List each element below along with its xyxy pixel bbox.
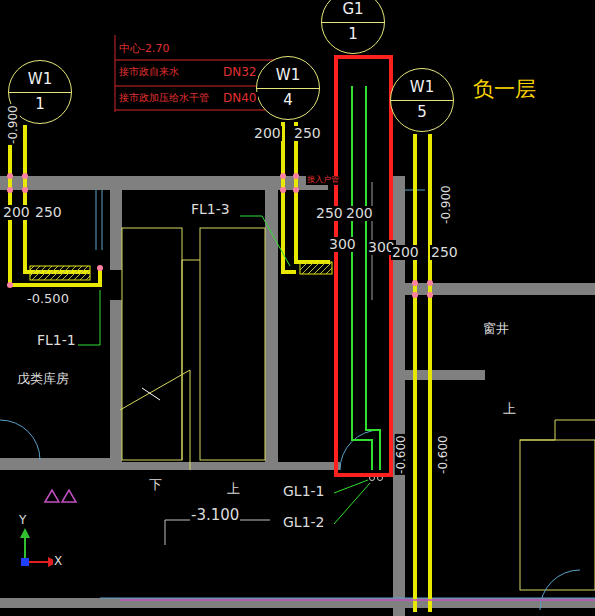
plan-label: FL1-3 [190,202,231,217]
pipe-tag-circle: G11 [321,0,385,54]
pipe-note: DN32 [222,66,258,79]
plan-label: X [53,555,63,568]
pipe-note: 中心-2.70 [118,43,170,55]
pipe-number: 4 [283,92,293,109]
plan-label: 300 [328,237,357,252]
supply-pipe [352,86,380,470]
pipe-tag-circle: W15 [390,68,454,132]
pipe-number: 1 [35,96,45,113]
plan-label: 上 [502,402,517,416]
pipe-code: W1 [276,67,300,84]
highlight-frame [336,57,391,475]
plan-label: 200 [345,206,374,221]
plan-label: 250 [34,205,63,220]
plan-label: 窗井 [482,322,510,336]
plan-label: 200 [253,126,282,141]
plan-label: Y [18,514,27,527]
plan-label: 戊类库房 [16,372,70,386]
circle-divider [9,92,71,93]
pipe-note: 接市政加压给水干管 [118,92,210,103]
pipe-code: W1 [28,71,52,88]
pipe-tag-circle: W14 [256,56,320,120]
plan-label: 负一层 [472,78,537,101]
pipe-note: 接入户管 [306,176,340,185]
pipe-note: DN40 [222,92,258,105]
plan-label: 200 [2,205,31,220]
stair [120,228,265,470]
plan-label: GL1-1 [282,484,326,499]
pipe-note: 接市政自来水 [118,66,180,77]
pipe-number: 1 [348,26,358,43]
elevation-mark: -0.900 [439,185,452,226]
elevation-mark: -0.600 [436,435,449,476]
plan-label: FL1-1 [36,333,77,348]
plan-label: 下 [148,478,163,492]
circle-divider [391,100,453,101]
plan-label: 上 [226,482,241,496]
pipe-number: 5 [417,104,427,121]
elevation-mark: -0.900 [6,105,19,146]
circle-divider [322,22,384,23]
plan-label: -3.100 [190,507,240,524]
circle-divider [257,88,319,89]
pipe-dots [7,173,433,298]
plan-label: GL1-2 [282,515,326,530]
pipe-code: W1 [410,79,434,96]
plan-label: 250 [430,245,459,260]
plan-label: 250 [293,126,322,141]
plan-label: -0.500 [26,292,70,306]
plan-label: 250 [315,206,344,221]
elevation-mark: -0.600 [394,435,407,476]
plan-label: 200 [391,245,420,260]
pipe-code: G1 [342,1,363,18]
